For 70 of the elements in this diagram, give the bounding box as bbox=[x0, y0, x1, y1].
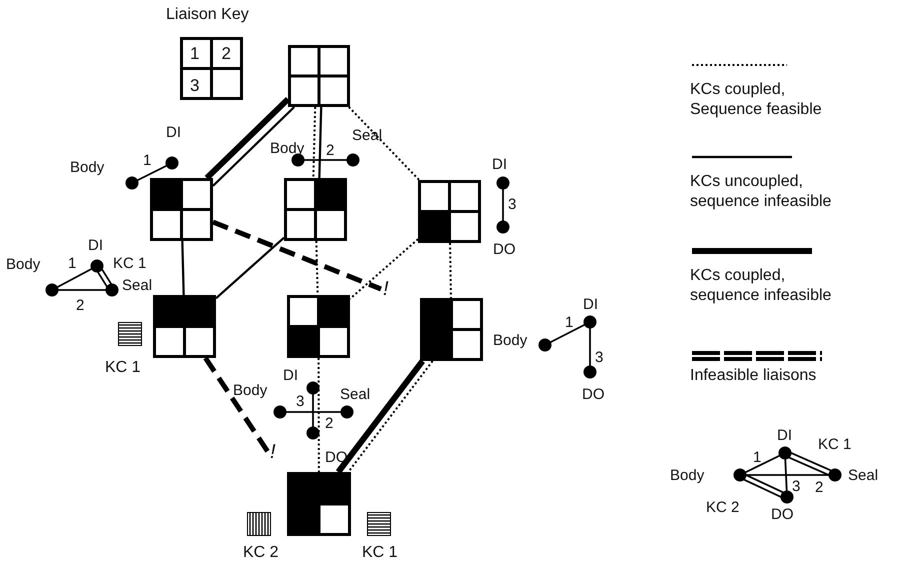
liaison-number: 1 bbox=[753, 450, 762, 465]
kc-label: KC 1 bbox=[105, 360, 141, 376]
liaison-number: 2 bbox=[325, 416, 334, 431]
liaison-state-grid bbox=[150, 178, 213, 241]
part-label: Seal bbox=[352, 128, 382, 143]
kc-label: KC 1 bbox=[362, 545, 398, 561]
connector-line bbox=[203, 356, 270, 454]
liaison-state-grid bbox=[420, 298, 483, 361]
liaison-number: 3 bbox=[296, 394, 304, 409]
liaison-number: 1 bbox=[565, 315, 574, 330]
part-label: Seal bbox=[848, 468, 878, 483]
part-label: Body bbox=[670, 468, 704, 483]
edge-label: ! bbox=[270, 442, 276, 462]
part-label: DI bbox=[283, 368, 298, 383]
connector-line bbox=[348, 360, 434, 473]
liaison-number: 1 bbox=[143, 153, 152, 168]
connector-line bbox=[212, 220, 382, 292]
liaison-number: 2 bbox=[222, 45, 231, 62]
connector-line bbox=[348, 106, 420, 181]
liaison-number: 2 bbox=[326, 143, 334, 158]
liaison-number: 1 bbox=[68, 256, 76, 271]
part-label: DO bbox=[325, 450, 348, 465]
liaison-number: 1 bbox=[190, 45, 200, 62]
part-label: Body bbox=[70, 160, 104, 175]
part-label: DI bbox=[88, 238, 103, 253]
part-label: Body bbox=[233, 383, 268, 398]
part-label: DI bbox=[166, 125, 181, 140]
legend-text: KCs coupled, Sequence feasible bbox=[690, 80, 823, 120]
part-label: DO bbox=[771, 507, 794, 522]
connector-line bbox=[318, 106, 322, 178]
part-label: DI bbox=[492, 157, 507, 172]
part-label: Seal bbox=[340, 387, 370, 402]
kc-label: KC 2 bbox=[243, 545, 279, 561]
liaison-state-grid bbox=[287, 295, 350, 358]
part-label: KC 2 bbox=[706, 500, 740, 515]
part-label: Body bbox=[270, 141, 304, 156]
part-label: DO bbox=[582, 387, 604, 402]
connector-line bbox=[318, 358, 320, 472]
part-label: DO bbox=[493, 242, 516, 257]
part-label: Seal bbox=[122, 278, 152, 293]
liaison-number: 3 bbox=[792, 479, 800, 494]
connector-line bbox=[336, 359, 425, 474]
connector-line bbox=[204, 96, 290, 180]
connector-line bbox=[181, 240, 185, 296]
connector-line bbox=[349, 238, 419, 300]
legend-text: KCs uncoupled, sequence infeasible bbox=[690, 172, 832, 212]
connector-line bbox=[449, 242, 452, 298]
connector-line bbox=[212, 106, 296, 187]
liaison-state-grid bbox=[288, 45, 350, 107]
connector-line bbox=[215, 236, 285, 300]
part-label: DI bbox=[777, 428, 792, 443]
part-label: Body bbox=[6, 257, 40, 272]
legend-text: KCs coupled, sequence infeasible bbox=[690, 266, 832, 306]
liaison-state-grid bbox=[153, 295, 216, 358]
liaison-state-grid bbox=[418, 180, 481, 243]
liaison-number: 3 bbox=[190, 76, 200, 94]
part-label: KC 1 bbox=[113, 256, 146, 271]
legend-text: Infeasible liaisons bbox=[690, 366, 818, 386]
liaison-state-grid bbox=[287, 472, 351, 536]
liaison-number: 3 bbox=[595, 350, 604, 365]
edge-label: ! bbox=[383, 279, 389, 299]
liaison-number: 3 bbox=[508, 197, 516, 212]
part-label: KC 1 bbox=[818, 437, 852, 452]
part-label: DI bbox=[583, 297, 598, 312]
liaison-number: 2 bbox=[815, 480, 824, 495]
connector-line bbox=[312, 106, 316, 178]
liaison-state-grid bbox=[284, 178, 347, 241]
liaison-number: 2 bbox=[76, 298, 84, 313]
connector-line bbox=[315, 240, 319, 296]
key-heading: Liaison Key bbox=[166, 7, 249, 23]
